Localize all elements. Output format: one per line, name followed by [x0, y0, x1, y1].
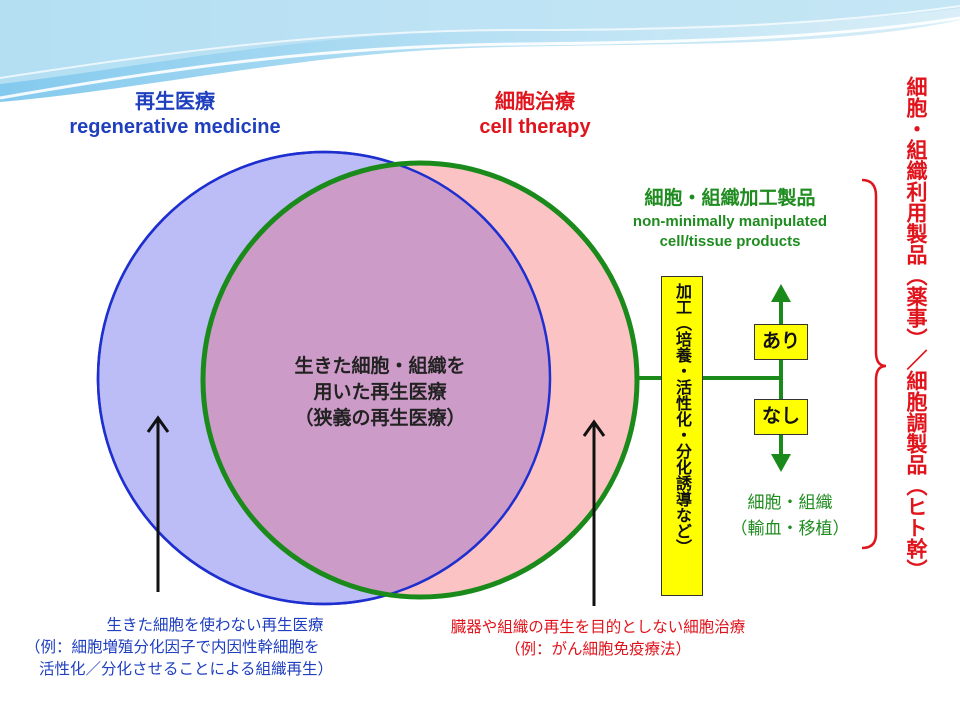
regenerative-medicine-title-ja: 再生医療 [135, 89, 215, 113]
cell-therapy-title-ja: 細胞治療 [495, 89, 575, 113]
left-caption-line: 活性化／分化させることによる組織再生） [39, 660, 334, 678]
cell-therapy-title-en: cell therapy [479, 116, 591, 138]
arrow-up-icon [582, 419, 606, 437]
left-caption-line: 生きた細胞を使わない再生医療 [106, 616, 324, 634]
overlap-line: 用いた再生医療 [313, 381, 447, 403]
overlap-line: 生きた細胞・組織を [294, 355, 466, 377]
processed-products-en: cell/tissue products [659, 233, 801, 250]
regenerative-medicine-header: 再生医療 regenerative medicine [20, 88, 330, 140]
right-caption: 臓器や組織の再生を目的としない細胞治療 （例：がん細胞免疫療法） [418, 616, 778, 660]
processed-products-en: non-minimally manipulated [632, 213, 828, 230]
arrow-up-icon [771, 284, 791, 302]
left-caption-line: （例：細胞増殖分化因子で内因性幹細胞を [25, 638, 320, 656]
processing-label: 加工（培養・活性化・分化誘導など） [673, 283, 692, 555]
arrow-down-icon [771, 454, 791, 472]
arrow-up-icon [146, 415, 170, 433]
overlap-line: （狭義の再生医療） [294, 407, 466, 429]
cells-tissues-label: 細胞・組織 （輸血・移植） [720, 490, 860, 542]
right-caption-line: 臓器や組織の再生を目的としない細胞治療 [450, 618, 746, 636]
processed-products-ja: 細胞・組織加工製品 [644, 187, 816, 209]
regenerative-medicine-title-en: regenerative medicine [69, 116, 281, 138]
processing-box: 加工（培養・活性化・分化誘導など） [661, 276, 703, 596]
regulatory-category-label: 細胞・組織利用製品（薬事）／細胞調製品（ヒト幹） [904, 76, 928, 580]
header-wave-decoration [0, 0, 960, 102]
regenerative-medicine-outline [96, 150, 552, 606]
processed-products-label: 細胞・組織加工製品 non-minimally manipulated cell… [600, 184, 860, 252]
cell-therapy-header: 細胞治療 cell therapy [420, 88, 650, 140]
without-processing-tag: なし [754, 399, 808, 435]
cells-tissues-line: 細胞・組織 [747, 493, 833, 513]
cells-tissues-line: （輸血・移植） [730, 519, 850, 539]
right-brace [861, 178, 887, 550]
right-caption-line: （例：がん細胞免疫療法） [504, 640, 691, 658]
with-processing-tag: あり [754, 324, 808, 360]
overlap-label: 生きた細胞・組織を 用いた再生医療 （狭義の再生医療） [245, 353, 515, 431]
left-caption: 生きた細胞を使わない再生医療 （例：細胞増殖分化因子で内因性幹細胞を 活性化／分… [25, 614, 405, 680]
